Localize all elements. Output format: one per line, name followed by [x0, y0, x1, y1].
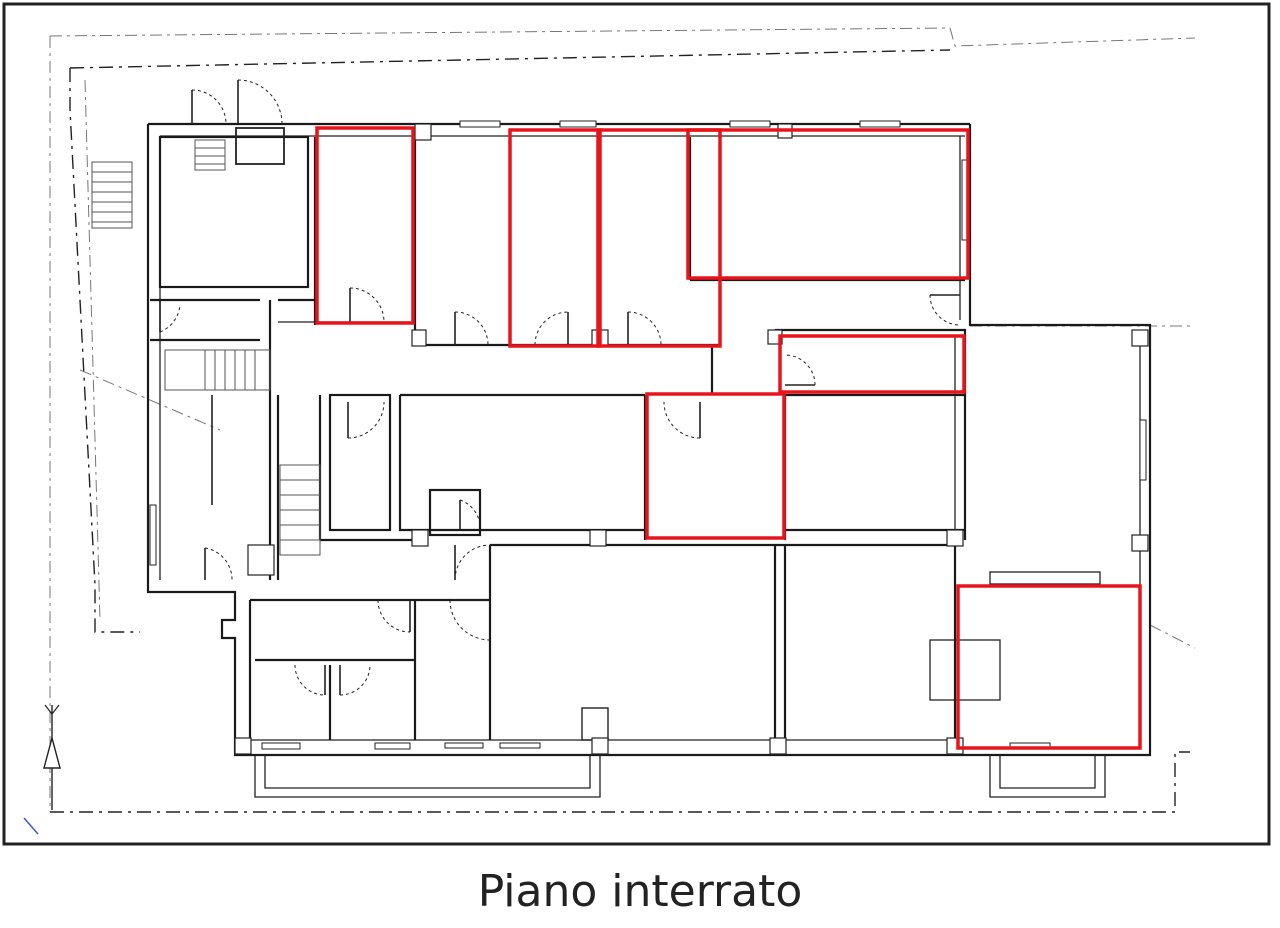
highlighted-room-7	[956, 584, 1142, 750]
plan-caption: Piano interrato	[477, 866, 803, 917]
stairs	[91, 139, 321, 556]
drawing-frame	[2, 2, 1271, 846]
highlighted-room-4	[686, 128, 970, 280]
pillars	[234, 123, 1149, 755]
highlighted-room-2	[508, 128, 602, 348]
building-walls	[146, 122, 1152, 798]
highlighted-room-1	[315, 126, 415, 325]
highlighted-room-3	[596, 128, 722, 348]
windows	[149, 120, 1147, 750]
highlighted-rooms	[315, 126, 1142, 750]
highlighted-room-5	[778, 334, 966, 394]
north-arrow-icon	[23, 704, 61, 835]
site-boundary	[49, 27, 1196, 813]
highlighted-room-6	[645, 392, 786, 540]
doors	[159, 79, 961, 741]
floor-plan	[2, 2, 1271, 846]
